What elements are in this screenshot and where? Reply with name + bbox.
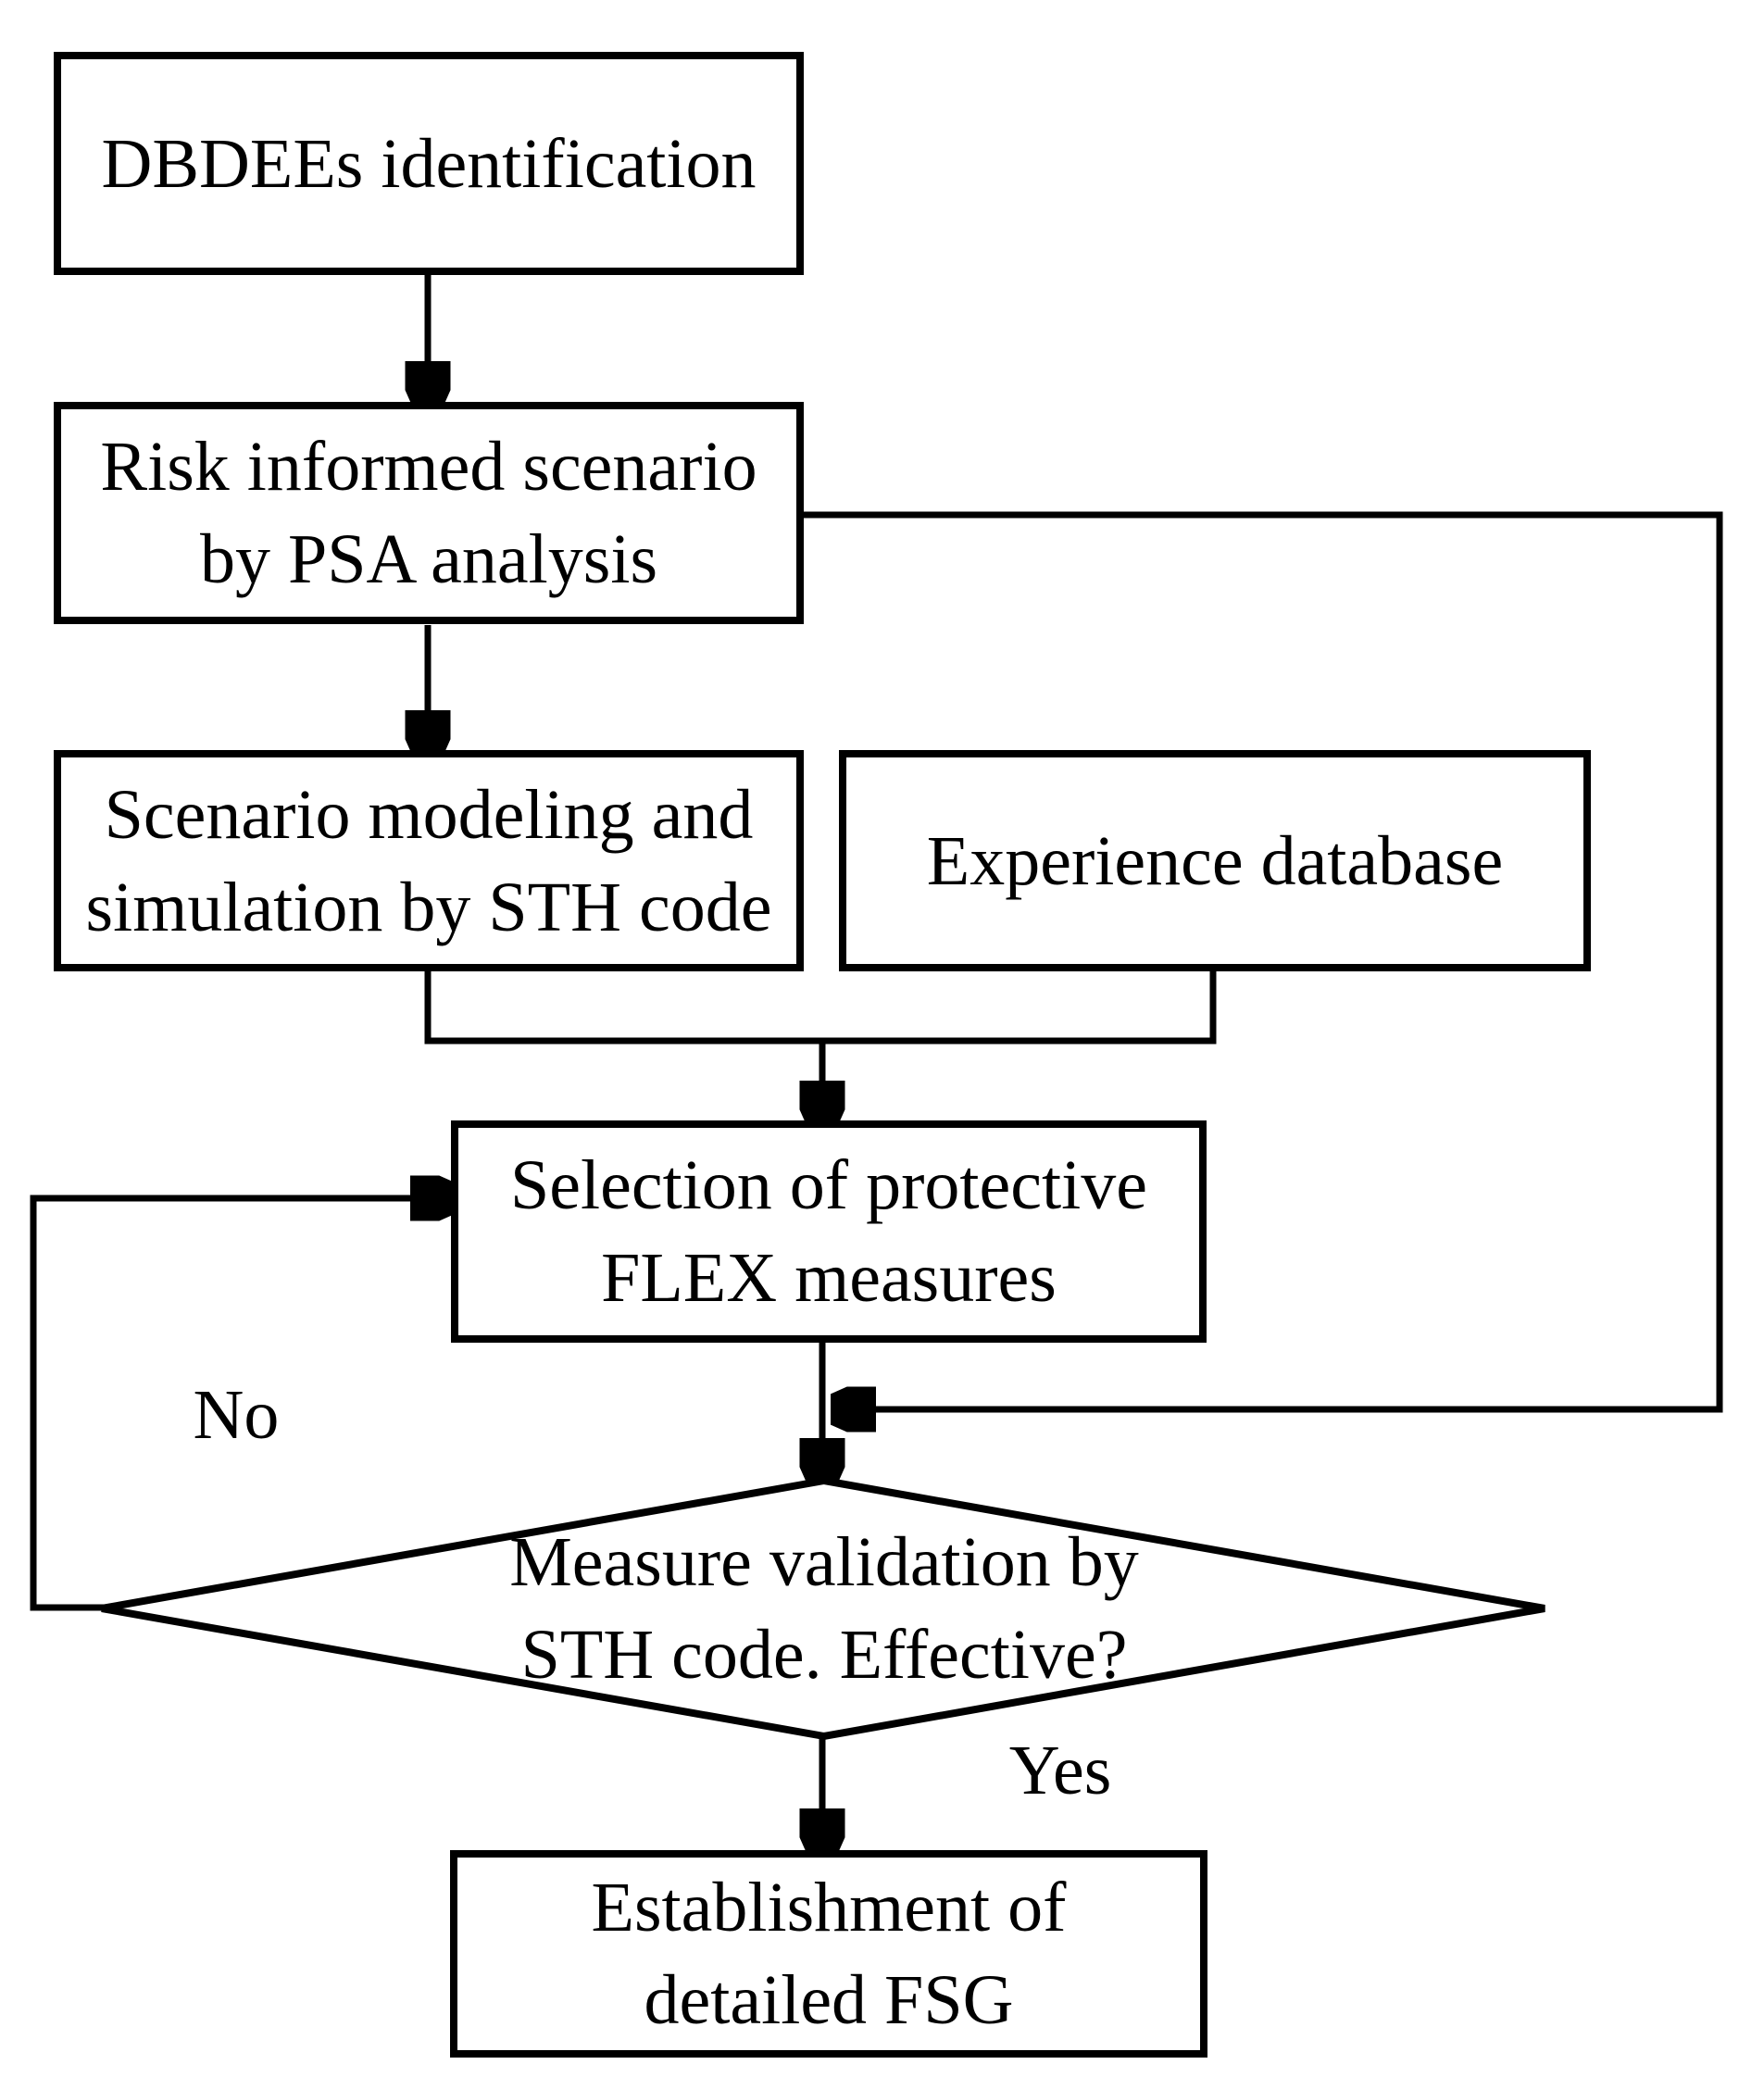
node-experience-database: Experience database xyxy=(839,750,1591,971)
edge-label-yes: Yes xyxy=(1008,1732,1112,1809)
node-risk-informed-scenario: Risk informed scenario by PSA analysis xyxy=(54,402,804,624)
node-selection-flex-measures: Selection of protective FLEX measures xyxy=(451,1120,1207,1343)
edge-scenario-experience-merge xyxy=(424,970,1217,1045)
edge-risk-to-decision-bypass xyxy=(802,511,1723,1409)
decision-diamond xyxy=(101,1476,1545,1741)
edge-decision-no-loop xyxy=(30,1198,415,1611)
edge-label-no: No xyxy=(193,1376,280,1454)
node-measure-validation-decision: Measure validation by STH code. Effectiv… xyxy=(509,1523,1139,1694)
node-scenario-modeling: Scenario modeling and simulation by STH … xyxy=(54,750,804,971)
node-establishment-fsg: Establishment of detailed FSG xyxy=(450,1850,1207,2058)
node-dbdees-identification: DBDEEs identification xyxy=(54,52,804,275)
